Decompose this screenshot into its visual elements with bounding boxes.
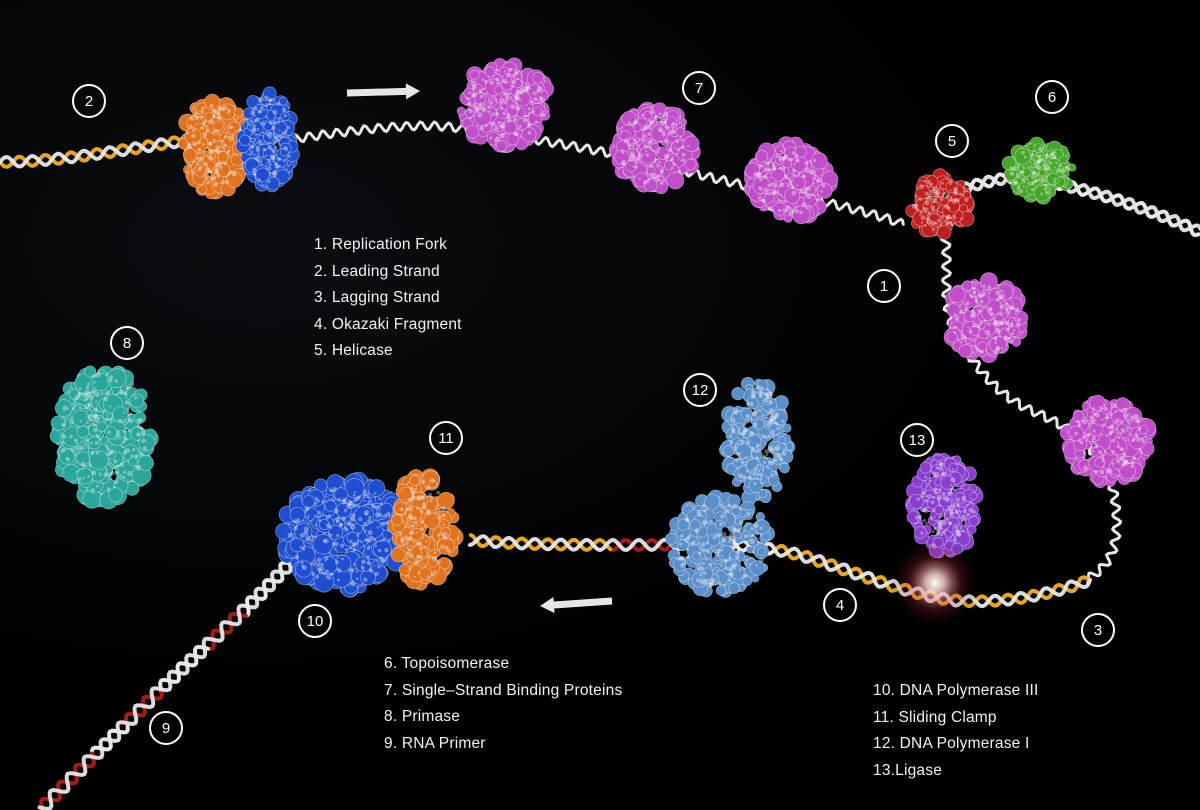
legend-item-okazaki-fragment: 4. Okazaki Fragment: [314, 315, 462, 333]
callout-4: 4: [823, 588, 857, 622]
callout-13: 13: [900, 423, 934, 457]
ssb-protein-4: [943, 272, 1029, 364]
callout-8: 8: [110, 326, 144, 360]
legend-item-sliding-clamp: 11. Sliding Clamp: [873, 708, 997, 726]
lagging-template-strand: [939, 233, 1123, 585]
callout-9: 9: [149, 711, 183, 745]
legend-item-ligase: 13.Ligase: [873, 761, 943, 779]
ssb-protein-3: [743, 136, 839, 225]
callout-5: 5: [935, 124, 969, 158]
polymerase-i-lower: [664, 489, 776, 598]
direction-arrows: [346, 83, 613, 614]
legend-item-rna-primer: 9. RNA Primer: [384, 734, 486, 752]
legend-item-primase: 8. Primase: [384, 708, 461, 725]
polymerase-i-upper: [719, 376, 796, 506]
callout-10: 10: [298, 604, 332, 638]
legend-item-topoisomerase: 6. Topoisomerase: [384, 655, 510, 672]
ssb-protein-5: [1059, 394, 1157, 489]
legend-item-helicase: 5. Helicase: [314, 342, 393, 359]
callout-7: 7: [682, 71, 716, 105]
sliding-clamp-lagging: [387, 468, 464, 591]
rna-primer-strand: [36, 542, 309, 810]
callout-12: 12: [683, 373, 717, 407]
polymerase-iii-leading: [235, 86, 300, 193]
legend-block-2: 6. Topoisomerase 7. Single–Strand Bindin…: [384, 651, 622, 757]
legend-item-ssb-proteins: 7. Single–Strand Binding Proteins: [384, 681, 623, 699]
arrow-right-top: [346, 83, 420, 100]
legend-block-1: 1. Replication Fork 2. Leading Strand 3.…: [314, 232, 462, 365]
lagging-strand-duplex: [467, 533, 1092, 609]
replication-glow: [887, 535, 983, 631]
legend-item-leading-strand: 2. Leading Strand: [314, 262, 440, 280]
callout-6: 6: [1035, 80, 1069, 114]
ssb-protein-1: [456, 57, 555, 154]
helicase: [905, 168, 975, 240]
callout-11: 11: [429, 421, 463, 455]
legend-item-lagging-strand: 3. Lagging Strand: [314, 289, 440, 306]
leading-strand: [0, 133, 192, 169]
parental-duplex: [958, 171, 1200, 238]
ssb-protein-2: [608, 101, 701, 195]
callout-1: 1: [867, 269, 901, 303]
primase: [49, 365, 159, 510]
arrow-left-bottom: [540, 597, 613, 614]
legend-item-dna-polymerase-iii: 10. DNA Polymerase III: [873, 682, 1039, 699]
polymerase-iii-lagging: [275, 471, 413, 598]
topoisomerase: [1001, 136, 1077, 205]
callout-2: 2: [72, 84, 106, 118]
proteins: [49, 57, 1157, 598]
legend-item-dna-polymerase-i: 12. DNA Polymerase I: [873, 735, 1030, 752]
legend-block-3: 10. DNA Polymerase III 11. Sliding Clamp…: [873, 678, 1039, 784]
callout-3: 3: [1081, 613, 1115, 647]
legend-item-replication-fork: 1. Replication Fork: [314, 236, 448, 253]
